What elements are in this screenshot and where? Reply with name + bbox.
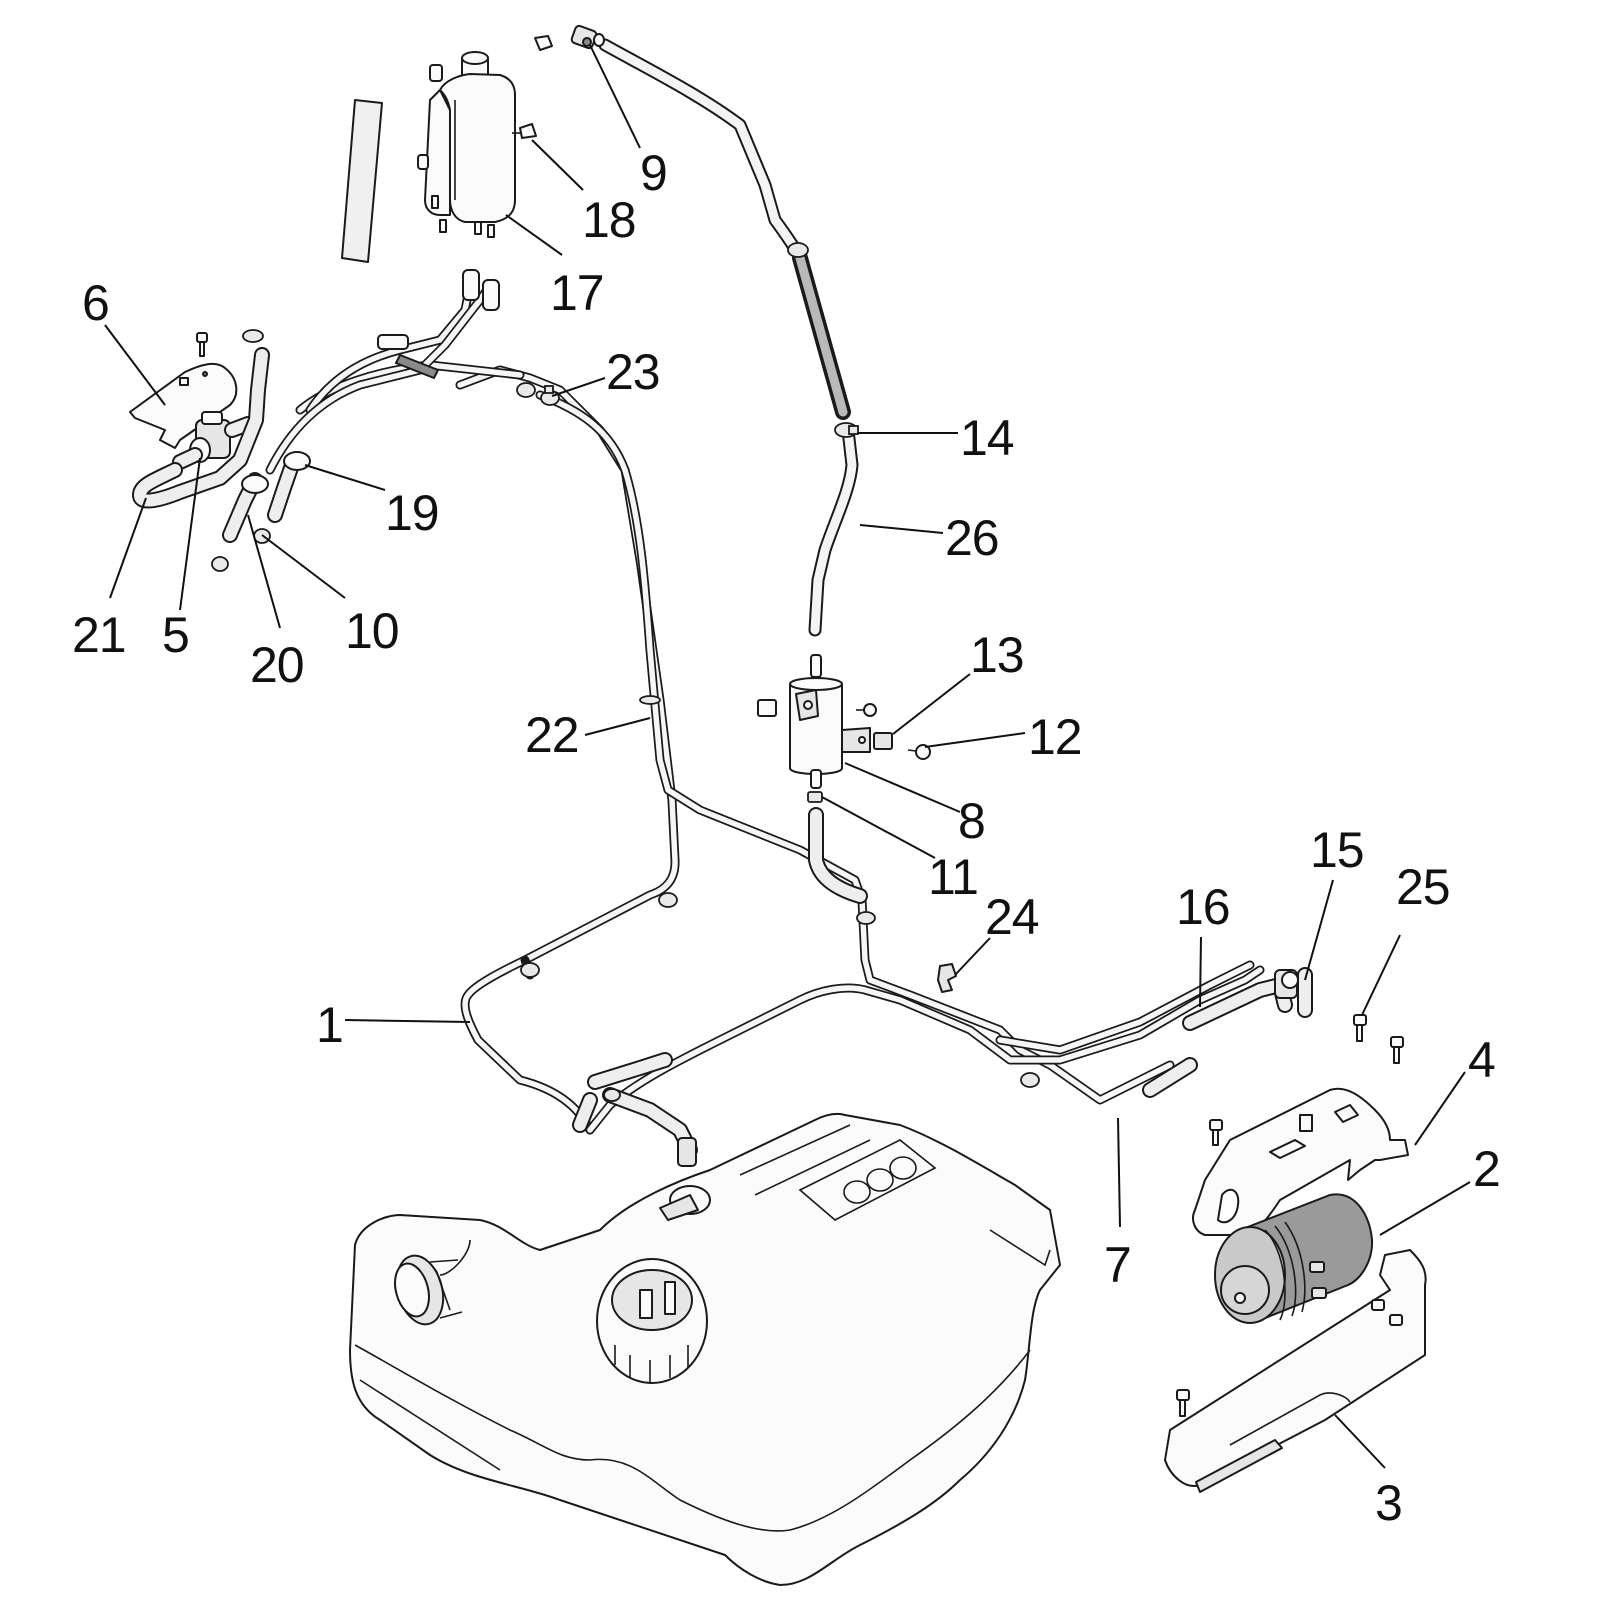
quick-connector-15 [1274,967,1313,1018]
retainer-clip-top [534,35,553,51]
leader-8 [844,762,961,813]
hose-clamp-upper [787,242,809,258]
evap-canister-2 [1214,1193,1374,1324]
callout-18: 18 [582,192,637,248]
leader-5 [179,457,201,611]
leader-10 [261,534,346,599]
reservoir-17 [417,51,516,238]
callout-19: 19 [385,485,440,541]
callout-13: 13 [970,627,1025,683]
bolts-25 [1209,1014,1404,1146]
callout-11: 11 [928,849,979,905]
leader-6 [104,324,166,406]
leader-19 [304,464,386,491]
tank-label-plate [739,1124,937,1221]
push-pin-18 [512,123,537,139]
leader-11 [821,796,936,859]
line-7-end [1142,1057,1198,1098]
callout-17: 17 [550,265,605,321]
leader-16 [1199,936,1202,1008]
callout-14: 14 [960,410,1015,466]
callout-26: 26 [945,510,1000,566]
callout-4: 4 [1468,1032,1496,1088]
callout-3: 3 [1375,1475,1403,1531]
clamp-top-21 [242,329,264,343]
bracket-nut-13 [873,732,893,750]
insulator-pad [341,99,383,263]
bolt-6 [196,332,208,357]
callout-16: 16 [1176,879,1231,935]
callout-6: 6 [82,275,110,331]
mounting-bracket-3 [1164,1249,1427,1493]
clamp-11 [807,791,823,803]
hose-21 [132,347,270,509]
screw-12 [907,744,931,760]
callout-1: 1 [316,997,344,1053]
shield-6 [129,362,238,449]
fuel-pump-lock-ring [596,1258,708,1384]
hose-clamp-14 [834,422,859,438]
vapor-connector-9 [570,24,605,50]
leader-24 [954,937,991,976]
callout-10: 10 [345,603,400,659]
callout-21: 21 [72,607,127,663]
leader-3 [1334,1414,1386,1469]
fill-vent-hose [572,1052,698,1167]
fuel-line-7 [265,280,1265,1135]
callout-7: 7 [1104,1237,1132,1293]
leader-12 [924,732,1026,748]
fuel-tank [349,1112,1061,1586]
vapor-line-end-caps [377,269,500,380]
leader-2 [1379,1181,1471,1236]
canister-shield-4 [1192,1087,1409,1236]
leader-26 [859,524,944,534]
callout-15: 15 [1310,822,1365,878]
vapor-line-26 [598,38,859,637]
tank-vent-port [659,1185,711,1221]
callout-2: 2 [1473,1141,1501,1197]
purge-valve-5 [172,411,256,470]
callout-12: 12 [1028,709,1083,765]
leader-23 [551,377,606,397]
screw-upper-filter [856,703,877,717]
callout-23: 23 [606,344,661,400]
callout-22: 22 [525,707,580,763]
leader-25 [1361,934,1401,1016]
callout-9: 9 [640,145,668,201]
leader-18 [531,139,584,191]
callout-25: 25 [1396,859,1451,915]
fuel-filter-8 [757,654,871,789]
leader-7 [1117,1117,1121,1228]
leader-9 [589,44,641,149]
leader-21 [109,497,147,599]
hose-below-filter [808,807,868,904]
leader-20 [247,514,281,629]
clip-24 [937,963,957,993]
leader-13 [892,673,971,735]
leader-1 [344,1019,471,1023]
callout-5: 5 [162,607,190,663]
callout-20: 20 [250,637,305,693]
leader-lines [104,44,1471,1469]
leader-15 [1304,879,1334,981]
leader-17 [505,214,563,256]
leader-22 [584,717,651,736]
callout-8: 8 [958,793,986,849]
callout-24: 24 [985,889,1040,945]
filler-neck [394,1254,463,1326]
grommet-19 [241,451,311,494]
leader-4 [1414,1071,1466,1146]
